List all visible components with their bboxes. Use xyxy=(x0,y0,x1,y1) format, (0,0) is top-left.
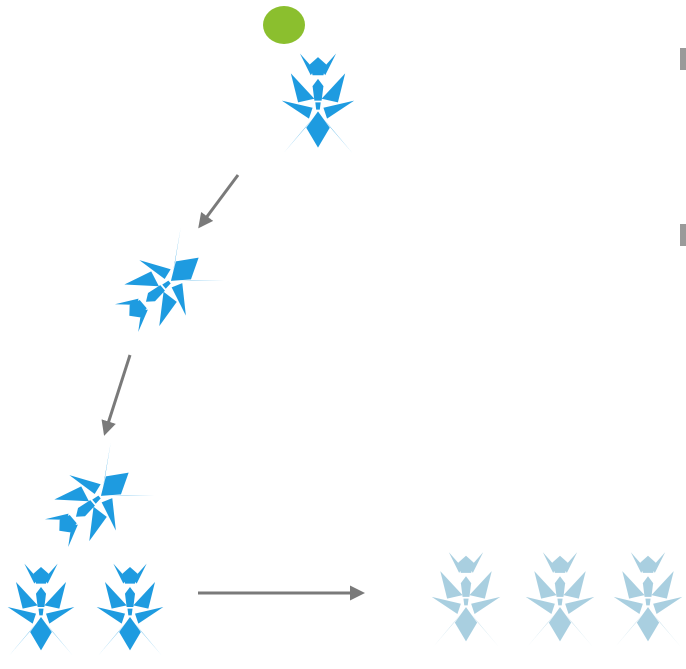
ant-icon xyxy=(7,563,75,656)
edge-marker xyxy=(680,48,686,70)
ant-icon xyxy=(33,441,157,561)
ant-icon xyxy=(103,226,227,346)
ant-icon xyxy=(431,552,501,647)
ant-icon xyxy=(525,552,595,647)
food-dot-icon xyxy=(263,6,305,44)
ant-icon xyxy=(613,552,683,647)
arrow-icon xyxy=(101,354,132,436)
arrow-icon xyxy=(198,174,240,229)
ant-icon xyxy=(281,53,355,154)
edge-marker xyxy=(680,224,686,246)
ant-icon xyxy=(96,563,164,656)
